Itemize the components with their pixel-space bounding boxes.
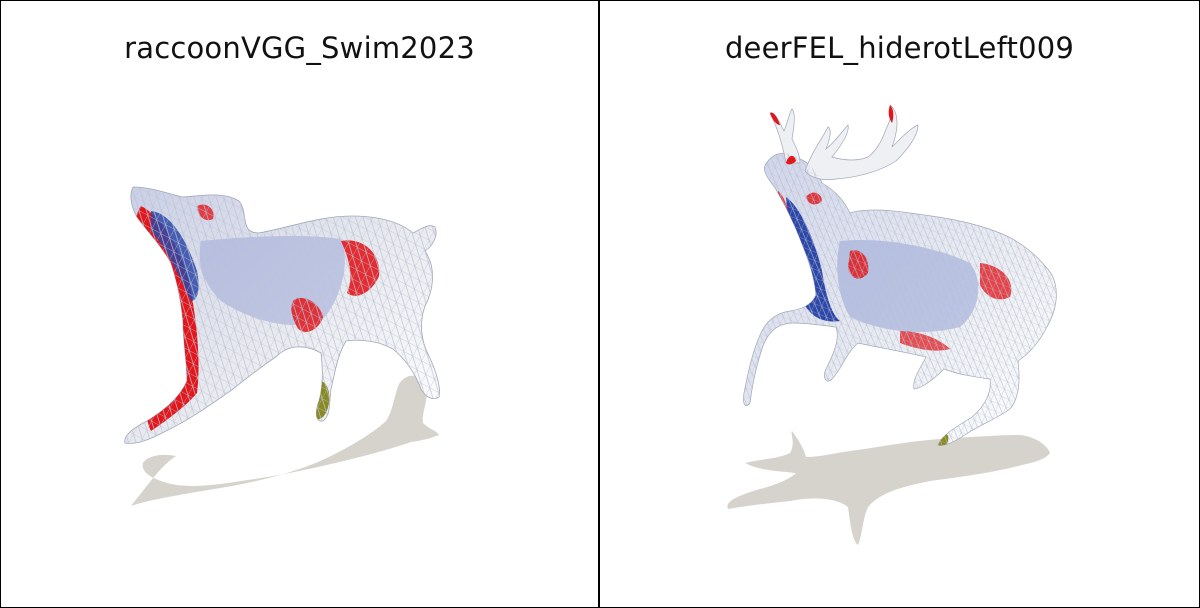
raccoon-shadow [131,375,439,506]
panel-left: raccoonVGG_Swim2023 [1,1,600,607]
deer-antler-tips [770,105,894,165]
deer-render [727,104,1057,545]
panel-right: deerFEL_hiderotLeft009 [600,1,1199,607]
panel-title-right: deerFEL_hiderotLeft009 [724,31,1075,65]
deer-shadow [727,431,1050,545]
panel-title-left: raccoonVGG_Swim2023 [124,31,475,65]
raccoon-render [124,186,440,506]
deer-wire-colors [743,153,1057,446]
